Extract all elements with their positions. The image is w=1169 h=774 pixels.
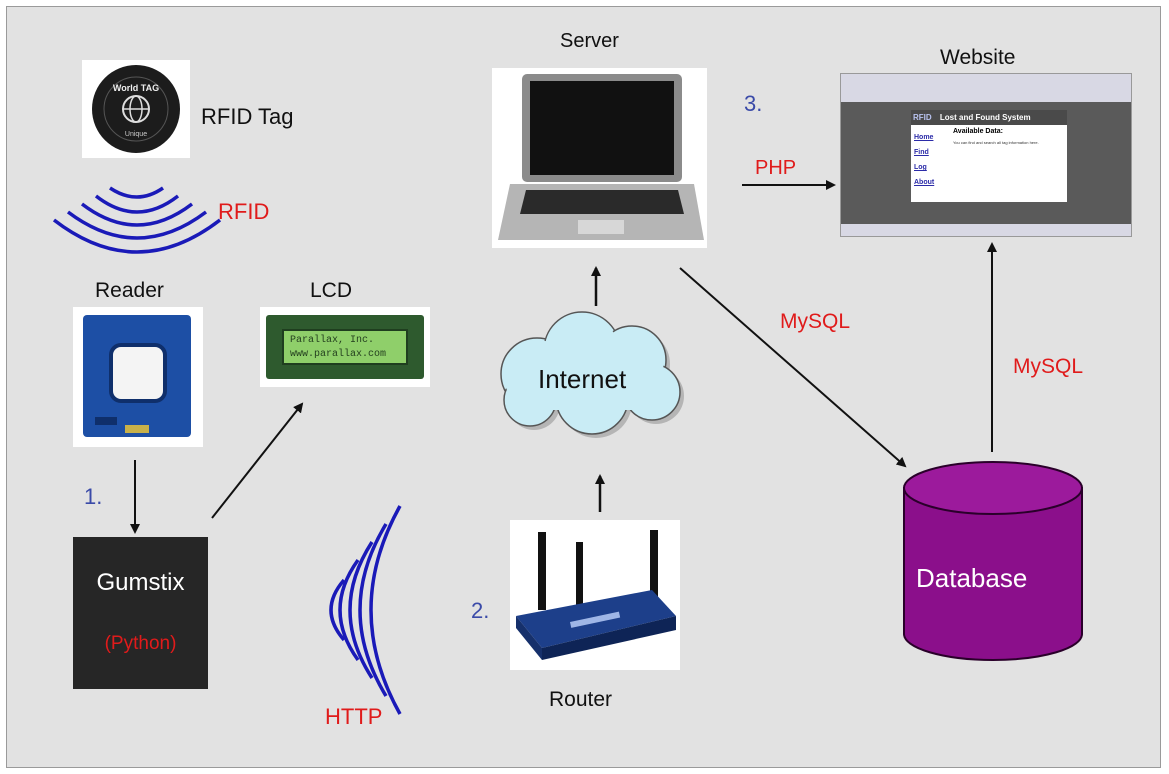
- website-label: Website: [940, 46, 1016, 69]
- database-icon: [903, 461, 1083, 661]
- step-2-label: 2.: [471, 598, 490, 623]
- internet-cloud-icon: [500, 311, 684, 438]
- gumstix-box: Gumstix (Python): [73, 537, 208, 689]
- site-nav-home[interactable]: Home: [914, 134, 934, 141]
- database-label: Database: [916, 563, 1028, 593]
- reader-image: [73, 307, 203, 447]
- step-3-label: 3.: [744, 91, 763, 116]
- server-label: Server: [560, 30, 619, 52]
- site-page: RFID Lost and Found System Home Find Log…: [911, 110, 1067, 202]
- arrow-server-to-database: [679, 267, 907, 468]
- lcd-line-1: Parallax, Inc.: [290, 335, 375, 346]
- http-label: HTTP: [325, 704, 383, 729]
- site-nav-find[interactable]: Find: [914, 149, 929, 156]
- python-label: (Python): [104, 633, 177, 654]
- tag-middle-text: Unique: [125, 131, 147, 138]
- rfid-reader-icon: [83, 315, 191, 437]
- lcd-label: LCD: [310, 279, 353, 302]
- browser-toolbar: [841, 74, 1131, 102]
- router-image: [510, 520, 680, 670]
- router-icon: [516, 530, 676, 660]
- site-nav: Home Find Log About: [914, 130, 948, 190]
- rfid-tag-icon: World TAG Unique: [92, 65, 180, 153]
- site-content-title: Available Data:: [953, 128, 1003, 135]
- rfid-label: RFID: [218, 199, 270, 224]
- reader-label: Reader: [95, 279, 164, 302]
- browser-taskbar: [841, 224, 1131, 236]
- website-screenshot: RFID Lost and Found System Home Find Log…: [840, 73, 1132, 237]
- gumstix-label: Gumstix: [96, 569, 185, 596]
- site-content-text: You can find and search all tag informat…: [953, 140, 1039, 145]
- lcd-line-2: www.parallax.com: [290, 349, 387, 360]
- router-label: Router: [549, 688, 613, 711]
- mysql-server-label: MySQL: [780, 310, 851, 333]
- arrow-gumstix-to-lcd: [211, 402, 304, 519]
- rfid-signal-icon: [52, 186, 222, 254]
- site-nav-about[interactable]: About: [914, 179, 935, 186]
- http-signal-icon: [329, 505, 402, 715]
- laptop-icon: [498, 74, 704, 240]
- step-1-label: 1.: [84, 484, 103, 509]
- tag-top-text: World TAG: [113, 83, 159, 93]
- site-title: Lost and Found System: [939, 113, 1031, 122]
- rfid-tag-image: World TAG Unique: [82, 60, 190, 158]
- site-nav-log[interactable]: Log: [914, 164, 927, 171]
- internet-label: Internet: [538, 364, 627, 394]
- lcd-image: Parallax, Inc. www.parallax.com: [260, 307, 430, 387]
- php-label: PHP: [755, 157, 797, 179]
- site-header: RFID Lost and Found System: [911, 110, 1067, 125]
- mysql-website-label: MySQL: [1013, 355, 1084, 378]
- site-logo: RFID: [913, 113, 932, 122]
- rfid-tag-label: RFID Tag: [201, 104, 294, 129]
- server-image: [492, 68, 707, 248]
- lcd-screen: Parallax, Inc. www.parallax.com: [282, 329, 408, 365]
